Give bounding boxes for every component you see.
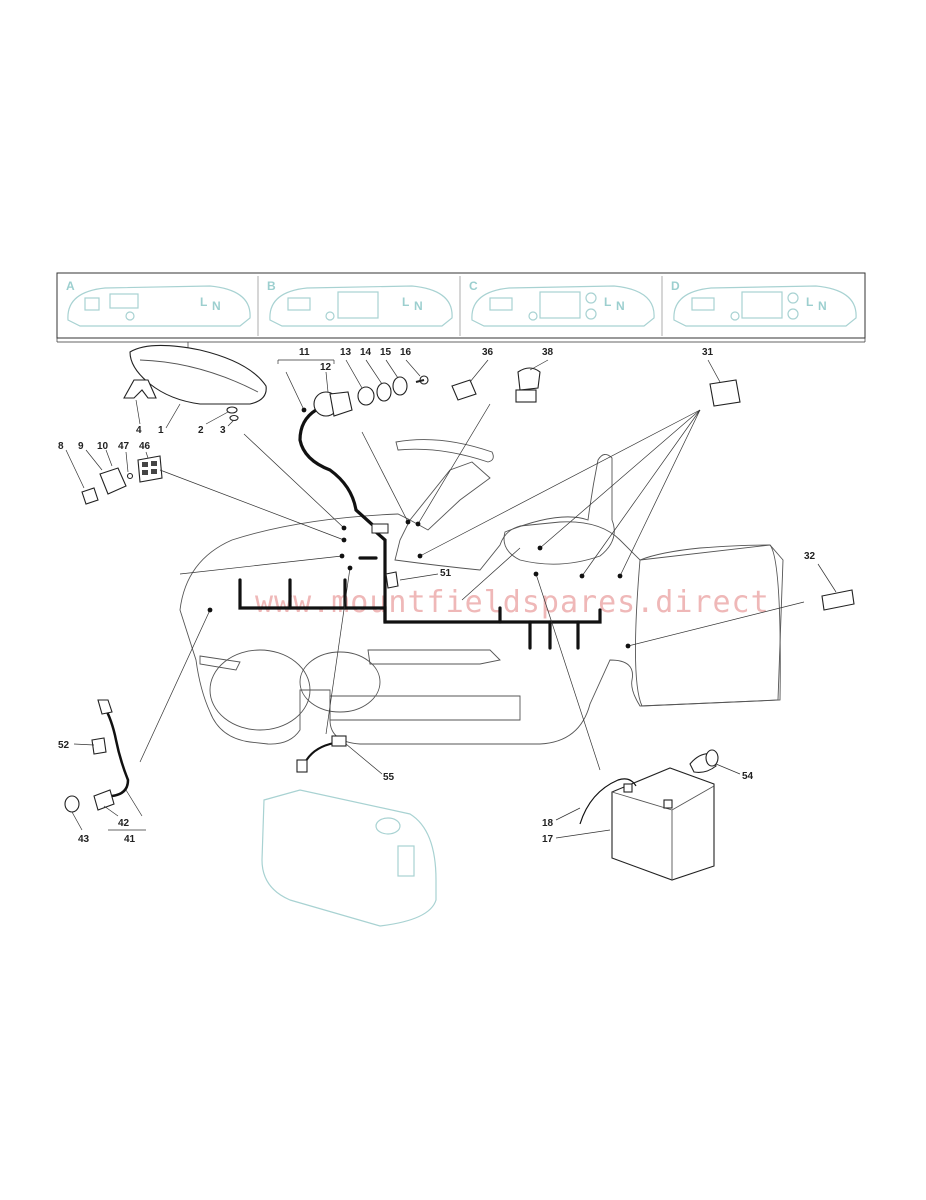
label-part-15: 15: [380, 347, 392, 358]
label-part-31: 31: [702, 347, 714, 358]
part-14-ring: [376, 382, 392, 402]
part-18-battery-lead: [579, 778, 637, 825]
part-47-screw: [126, 472, 134, 480]
watermark-text: www.mountfieldspares.direct: [255, 585, 770, 620]
part-17-battery: [611, 767, 715, 881]
part-41-lamp-lead: [102, 705, 130, 798]
label-part-55: 55: [383, 772, 395, 783]
label-part-42: 42: [118, 818, 130, 829]
dashboard-panel-c: C L N: [469, 279, 655, 327]
part-3-washer: [229, 414, 239, 422]
panel-letter-c: C: [469, 279, 478, 293]
panel-letter-a: A: [66, 279, 75, 293]
part-8-fuse: [81, 487, 99, 505]
part-labels: 1 2 3 4 8 9 10 47 46 11 12 13 14 15 16 3…: [58, 347, 816, 845]
wiring-harness: [238, 408, 602, 650]
label-part-10: 10: [97, 441, 109, 452]
part-2-washer: [226, 406, 238, 414]
label-part-16: 16: [400, 347, 412, 358]
leader-lines: [65, 359, 837, 839]
part-41-connector: [97, 699, 113, 715]
panel-d-l-icon: L: [806, 295, 813, 309]
part-54-terminal-cover: [689, 749, 719, 773]
part-13-nut: [357, 386, 375, 406]
label-part-12: 12: [320, 362, 332, 373]
label-part-47: 47: [118, 441, 130, 452]
panel-a-l-icon: L: [200, 295, 207, 309]
panel-letter-b: B: [267, 279, 276, 293]
part-42-lamp-holder: [93, 789, 115, 811]
panel-d-n-icon: N: [818, 299, 827, 313]
dashboard-variants-strip: A L N B L N C L N: [56, 272, 866, 372]
dashboard-panel-d: D L N: [671, 279, 857, 327]
panel-b-n-icon: N: [414, 299, 423, 313]
label-part-36: 36: [482, 347, 494, 358]
label-part-51: 51: [440, 568, 452, 579]
part-43-bulb: [64, 795, 80, 813]
part-38-plunger-switch: [515, 367, 541, 403]
label-part-9: 9: [78, 441, 84, 452]
dashboard-panel-a: A L N: [66, 279, 251, 327]
panel-c-n-icon: N: [616, 299, 625, 313]
label-part-1: 1: [158, 425, 164, 436]
label-part-8: 8: [58, 441, 64, 452]
label-part-14: 14: [360, 347, 372, 358]
part-36-switch: [451, 379, 477, 401]
label-part-43: 43: [78, 834, 90, 845]
panel-a-n-icon: N: [212, 299, 221, 313]
dashboard-panel-b: B L N: [267, 279, 453, 327]
part-46-fuse-box: [137, 455, 163, 483]
label-part-41: 41: [124, 834, 136, 845]
panel-letter-d: D: [671, 279, 680, 293]
label-part-38: 38: [542, 347, 554, 358]
label-part-54: 54: [742, 771, 754, 782]
label-part-52: 52: [58, 740, 70, 751]
label-part-46: 46: [139, 441, 151, 452]
label-part-2: 2: [198, 425, 204, 436]
part-16-key: [415, 375, 429, 385]
label-part-4: 4: [136, 425, 142, 436]
label-part-32: 32: [804, 551, 816, 562]
part-55-fuel-tank: [261, 735, 437, 927]
part-4-bracket: [123, 379, 157, 399]
panel-b-l-icon: L: [402, 295, 409, 309]
label-part-3: 3: [220, 425, 226, 436]
label-part-11: 11: [299, 347, 310, 358]
part-15-ring: [392, 376, 408, 396]
part-12-ignition-switch: [313, 391, 353, 417]
label-part-13: 13: [340, 347, 352, 358]
part-52-holder: [91, 737, 107, 755]
part-31-switch: [709, 379, 741, 407]
part-9-relay: [99, 467, 127, 495]
label-part-17: 17: [542, 834, 554, 845]
panel-c-l-icon: L: [604, 295, 611, 309]
label-part-18: 18: [542, 818, 554, 829]
part-32-microswitch: [821, 589, 855, 611]
